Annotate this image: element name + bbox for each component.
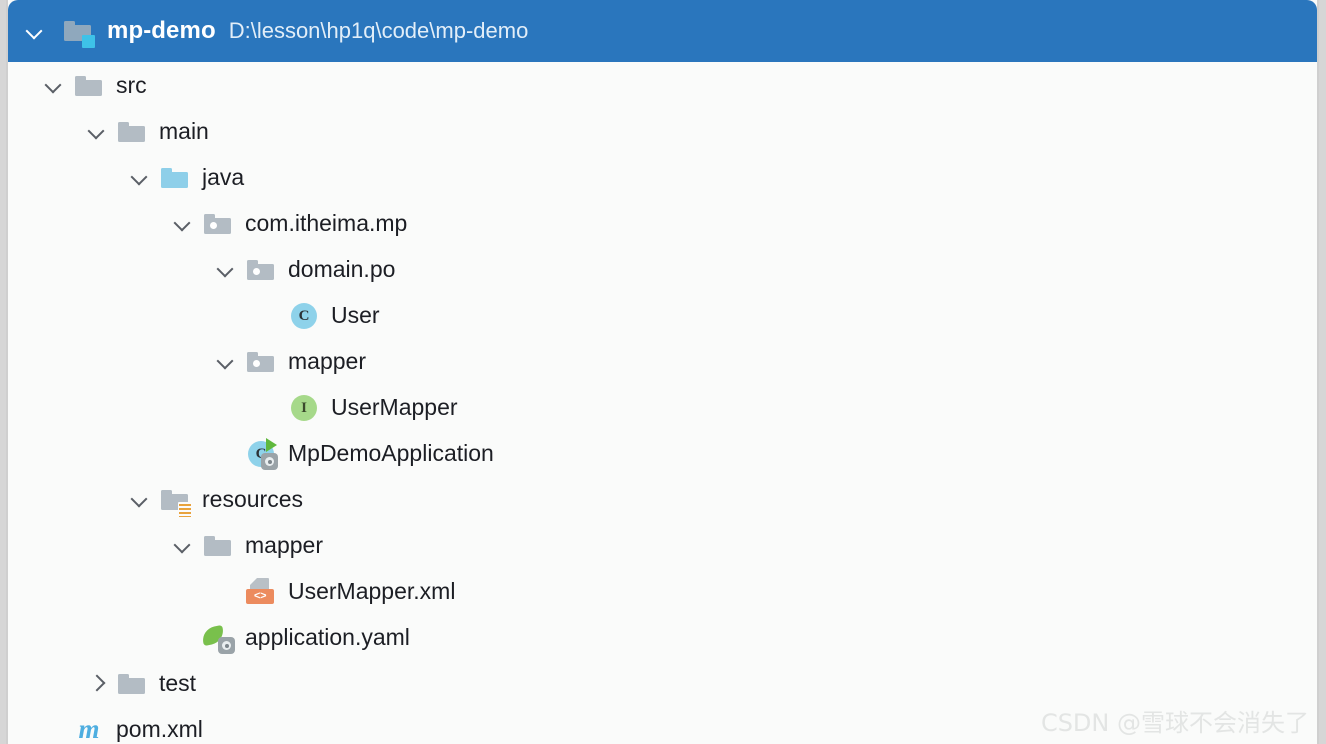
package-dot [210,222,217,229]
resource-root-badge [178,502,192,517]
tree-row[interactable]: I UserMapper [8,384,1317,430]
tree-item-label: com.itheima.mp [245,209,408,236]
chevron-down-icon [175,537,191,553]
module-path-label: D:\lesson\hp1q\code\mp-demo [228,18,529,43]
tree-row[interactable]: src [8,62,1317,108]
expand-toggle[interactable] [168,530,198,560]
run-arrow-icon [266,438,277,452]
tree-row[interactable]: C User [8,292,1317,338]
package-icon [202,207,234,239]
tree-row[interactable]: C MpDemoApplication [8,430,1317,476]
tree-item-label: pom.xml [116,715,203,742]
expand-toggle[interactable] [211,346,241,376]
folder-icon [202,529,234,561]
chevron-down-icon [175,215,191,231]
folder-shape [247,352,274,372]
chevron-right-icon [89,675,105,691]
module-header-row[interactable]: mp-demo D:\lesson\hp1q\code\mp-demo [8,0,1317,62]
tree-item-label: MpDemoApplication [288,439,494,466]
spring-gear-badge [261,453,278,470]
class-glyph: C [291,303,317,329]
xml-badge: <> [246,589,274,604]
tree-item-label: UserMapper [331,393,458,420]
tree-row[interactable]: test [8,660,1317,706]
tree-item-label: resources [202,485,303,512]
tree-row[interactable]: com.itheima.mp [8,200,1317,246]
tree-row[interactable]: main [8,108,1317,154]
tree-item-label: main [159,117,209,144]
module-expand-toggle[interactable] [20,23,50,39]
folder-shape [75,76,102,96]
chevron-down-icon [218,353,234,369]
module-badge-icon [82,35,95,48]
package-dot [253,360,260,367]
xml-file-icon: <> [245,575,277,607]
folder-shape [247,260,274,280]
package-dot [253,268,260,275]
tree-row[interactable]: java [8,154,1317,200]
package-icon [245,253,277,285]
chevron-down-icon [46,77,62,93]
maven-pom-icon: m [73,713,105,744]
chevron-down-icon [218,261,234,277]
tree-item-label: domain.po [288,255,396,282]
chevron-down-icon [132,169,148,185]
module-folder-icon [62,14,96,48]
tree-row[interactable]: m pom.xml [8,706,1317,744]
resource-root-folder-icon [159,483,192,517]
source-root-folder-icon [159,161,191,193]
folder-shape [118,674,145,694]
tree-row[interactable]: domain.po [8,246,1317,292]
expand-toggle[interactable] [82,116,112,146]
tree-item-label: java [202,163,245,190]
tree-item-label: mapper [245,531,323,558]
folder-shape [161,168,188,188]
tree-item-label: User [331,301,380,328]
expand-toggle[interactable] [211,254,241,284]
expand-toggle[interactable] [82,668,112,698]
tree-row[interactable]: resources [8,476,1317,522]
chevron-down-icon [132,491,148,507]
chevron-down-icon [89,123,105,139]
package-icon [245,345,277,377]
csdn-watermark: CSDN @雪球不会消失了 [1040,708,1309,737]
tree-item-label: mapper [288,347,366,374]
java-interface-icon: I [288,391,320,423]
tree-row[interactable]: <> UserMapper.xml [8,568,1317,614]
watermark-text: CSDN @雪球不会消失了 [1040,708,1309,737]
chevron-down-icon [27,23,43,39]
java-class-icon: C [288,299,320,331]
tree-item-label: src [116,71,147,98]
folder-icon [73,69,105,101]
maven-m-glyph: m [78,713,100,744]
spring-gear-badge [218,637,235,654]
tree-item-label: test [159,669,197,696]
spring-config-file-icon [200,621,235,654]
folder-icon [116,115,148,147]
expand-toggle[interactable] [125,162,155,192]
interface-glyph: I [291,395,317,421]
expand-toggle[interactable] [168,208,198,238]
tree-row[interactable]: mapper [8,522,1317,568]
folder-shape [118,122,145,142]
expand-toggle[interactable] [125,484,155,514]
tree-row[interactable]: application.yaml [8,614,1317,660]
tree-item-label: UserMapper.xml [288,577,456,604]
folder-shape [204,536,231,556]
tree-row[interactable]: mapper [8,338,1317,384]
folder-shape [204,214,231,234]
module-name-label: mp-demo [107,17,216,44]
expand-toggle[interactable] [39,70,69,100]
spring-boot-application-icon: C [245,437,278,470]
folder-icon [116,667,148,699]
tree-item-label: application.yaml [245,623,410,650]
